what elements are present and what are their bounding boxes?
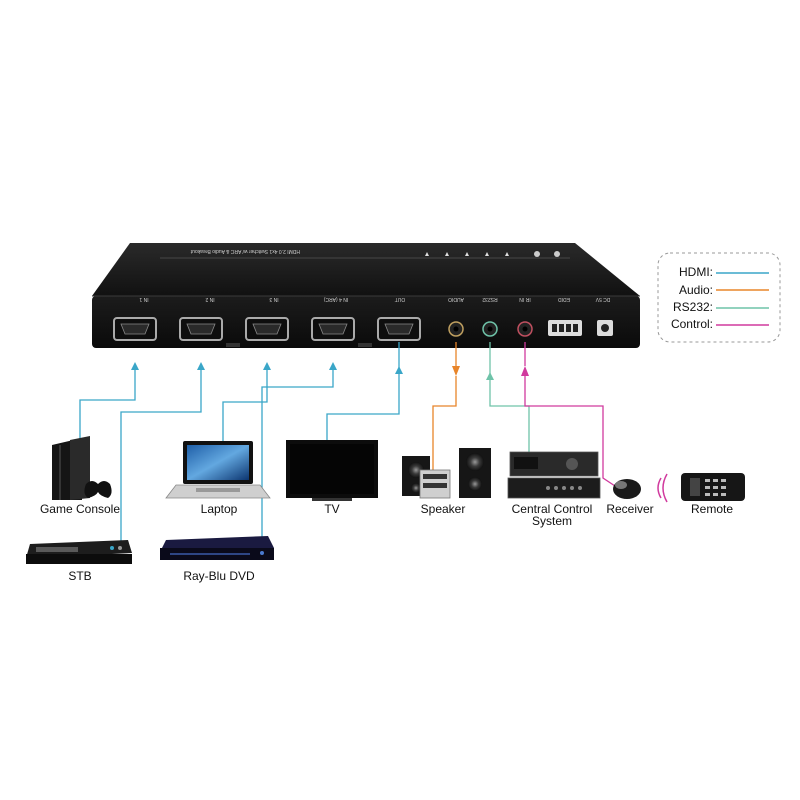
dc-power-jack [597,320,613,336]
stb-illustration [26,540,132,564]
port-label-in2: IN 2 [205,296,214,302]
label-central-control-line1: Central Control [512,502,593,516]
legend-label-control: Control: [671,317,713,331]
hdmi-port-in1 [113,317,157,341]
port-label-irin: IR IN [519,296,531,302]
cable-arrows [131,362,529,380]
port-label-in1: IN 1 [139,296,148,302]
panel-title: HDMI 2.0 4x1 Switcher w/ ARC & Audio Bre… [190,248,300,254]
port-label-in3: IN 3 [269,296,278,302]
label-bluray: Ray-Blu DVD [183,569,255,583]
cable-stb [120,368,202,542]
label-stb: STB [68,569,91,583]
cable-game-console [79,368,136,440]
cable-bluray [261,368,334,538]
hdmi-port-in2 [179,317,223,341]
central-control-illustration [507,451,601,499]
edid-switch [548,320,582,336]
label-speaker: Speaker [421,502,466,516]
legend-label-hdmi: HDMI: [679,265,713,279]
switcher-front-panel [92,296,640,348]
legend-box [657,252,781,343]
laptop-illustration [165,441,271,499]
cable-rs232 [489,384,530,452]
label-remote: Remote [691,502,733,516]
label-receiver: Receiver [606,502,653,516]
label-laptop: Laptop [201,502,238,516]
legend-label-rs232: RS232: [673,300,713,314]
bluray-illustration [160,536,274,560]
legend: HDMI: Audio: RS232: Control: [657,252,781,343]
port-label-dc: DC 5V [595,296,610,302]
hdmi-port-in3 [245,317,289,341]
port-label-in4: IN 4 (ARC) [323,296,348,302]
switcher-top-panel [92,243,640,296]
cables [79,342,616,542]
switcher-device: HDMI 2.0 4x1 Switcher w/ ARC & Audio Bre… [92,243,640,348]
label-central-control-line2: System [532,514,572,528]
cable-laptop [222,368,268,442]
speaker-illustration [402,448,491,499]
remote-illustration [681,473,745,501]
tv-illustration [286,440,378,501]
game-console-illustration [52,436,112,500]
port-label-edid: EDID [558,296,570,302]
port-label-rs232: RS232 [482,296,498,302]
ir-signal-icon [657,473,668,503]
cable-tv [326,342,400,440]
label-tv: TV [324,502,339,516]
cable-audio [432,376,457,470]
cable-control [524,376,616,487]
legend-label-audio: Audio: [679,283,713,297]
hdmi-port-out [377,317,421,341]
label-game-console: Game Console [40,502,120,516]
port-label-out: OUT [395,296,406,302]
status-leds [425,251,560,257]
port-label-audio: AUDIO [448,296,464,302]
hdmi-port-in4-arc [311,317,355,341]
receiver-illustration [613,479,641,499]
